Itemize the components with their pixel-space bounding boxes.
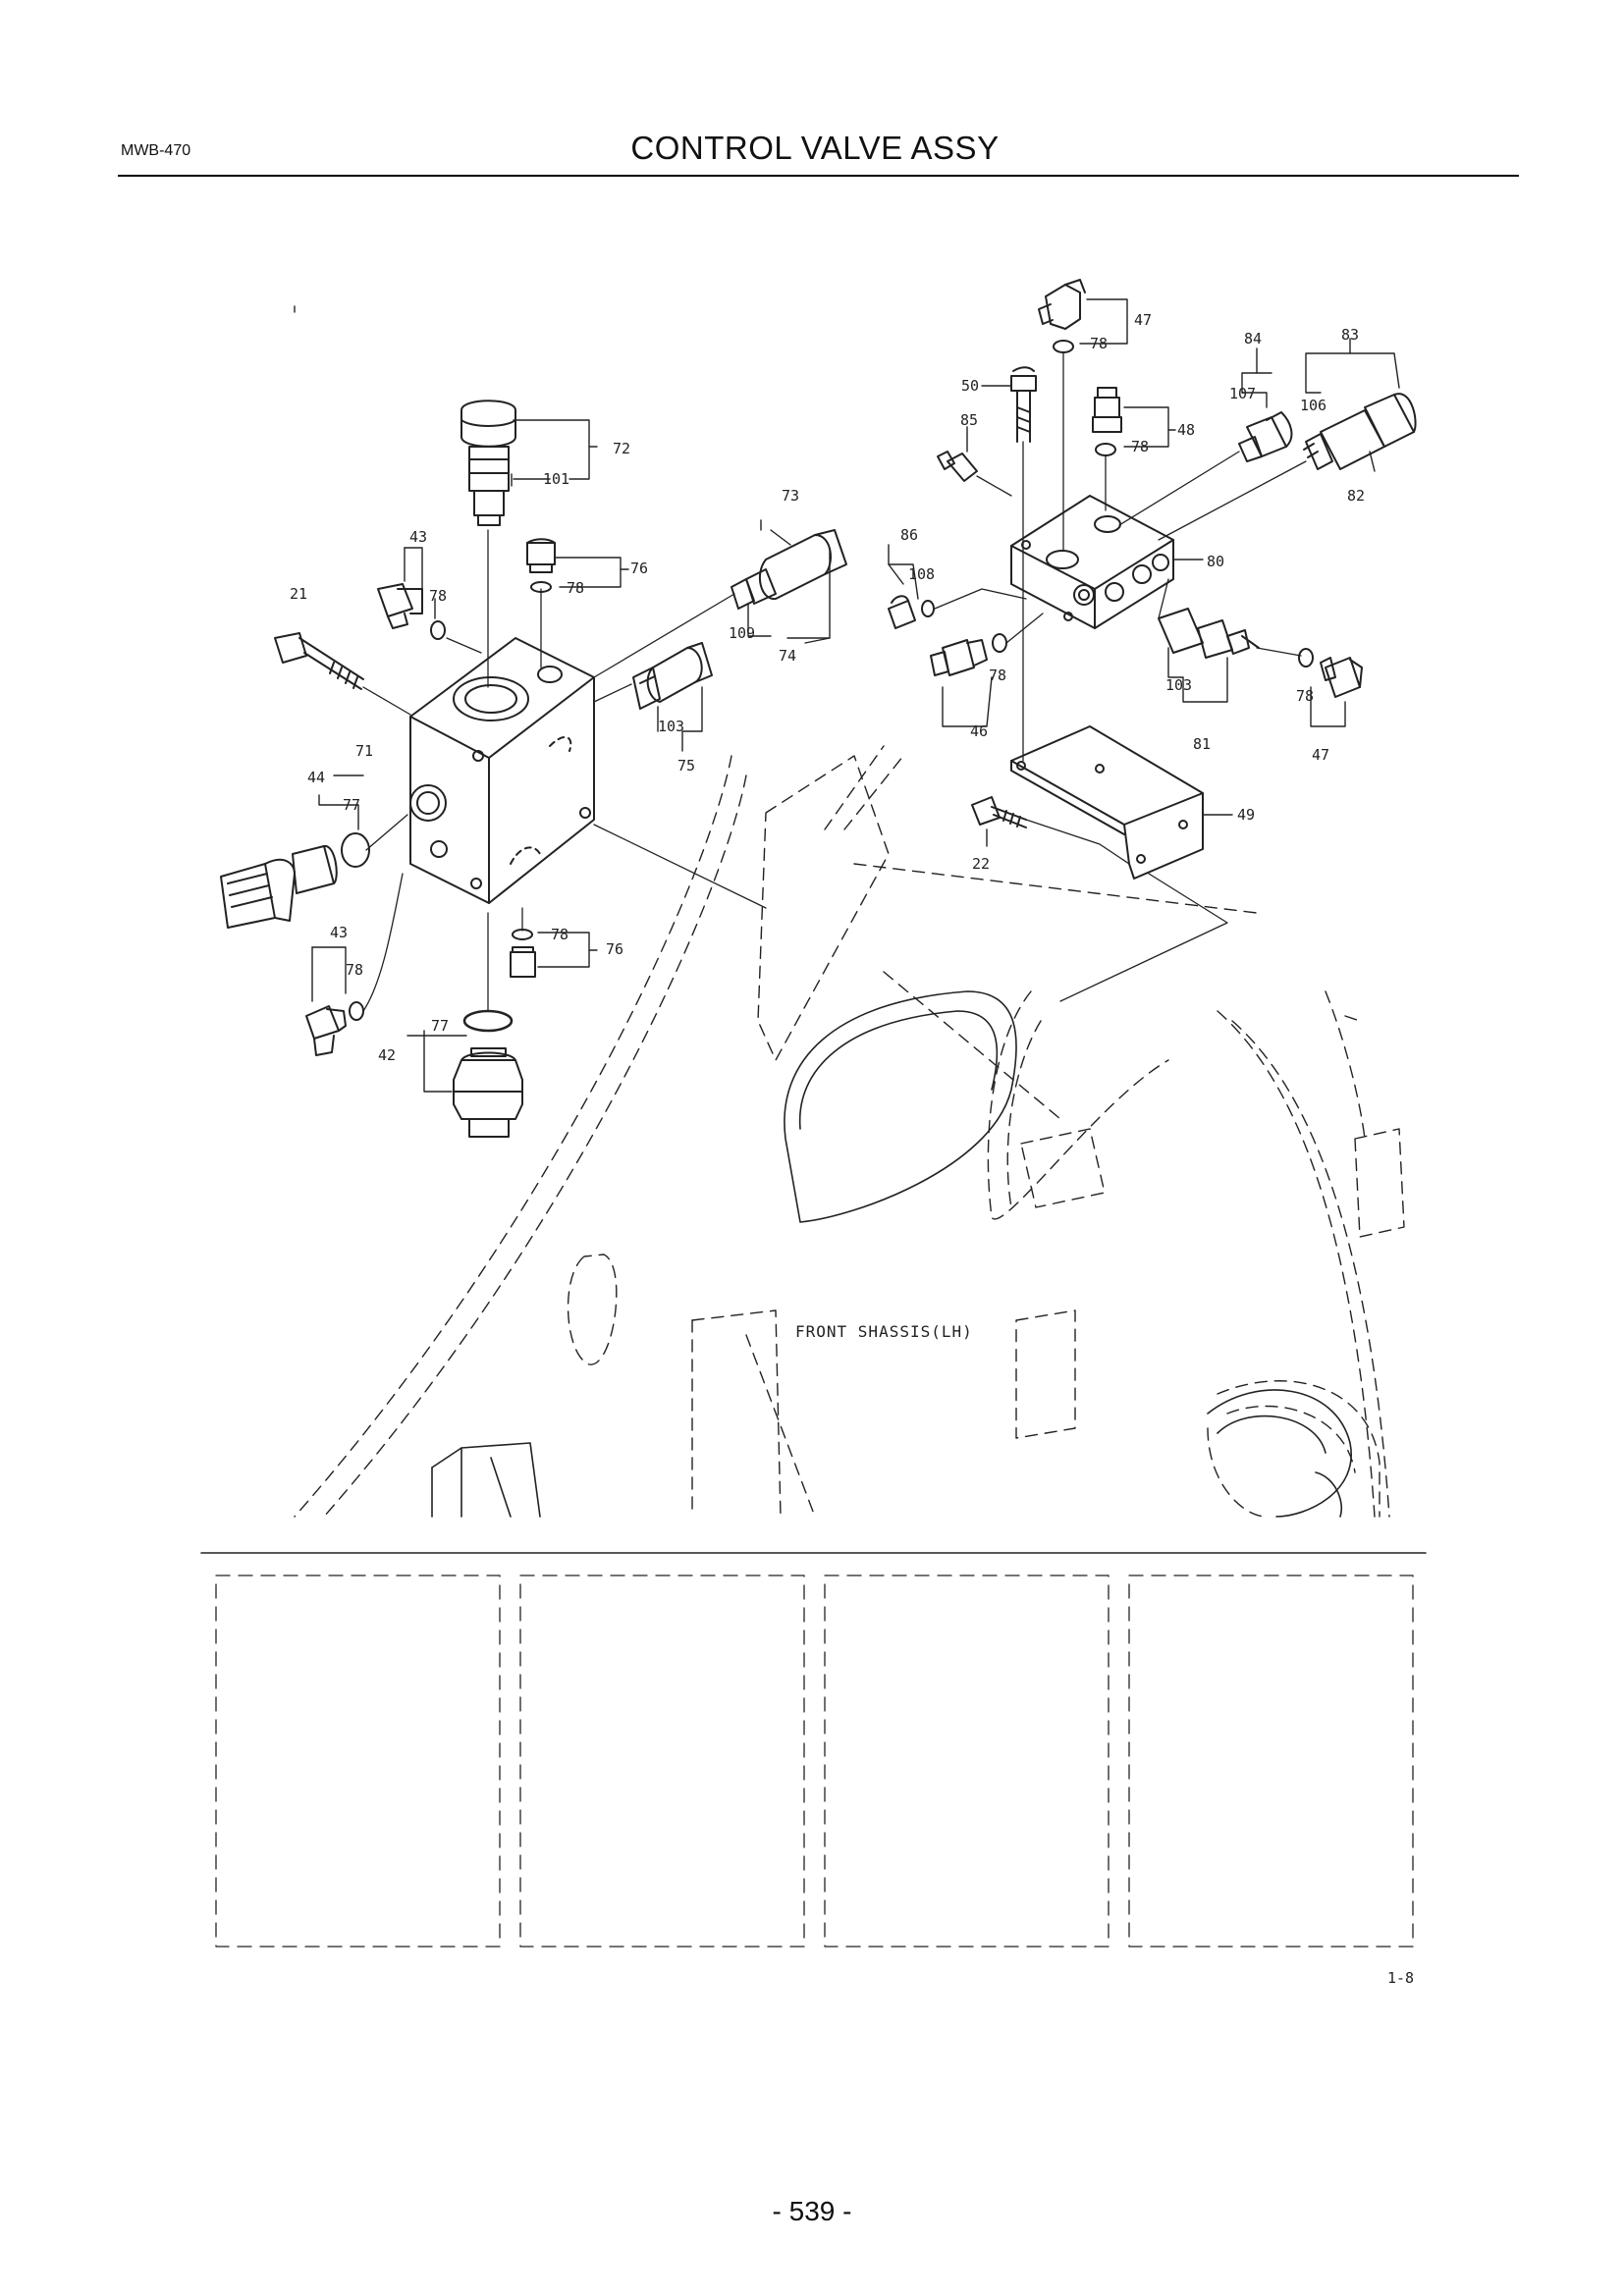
callout-83: 83	[1341, 326, 1359, 344]
model-code: MWB-470	[121, 142, 191, 159]
cartridge-84-107	[1238, 411, 1293, 462]
callout-brackets	[294, 298, 1400, 1093]
callout-78-43-upper: 78	[429, 587, 447, 605]
o-ring-78-c	[1053, 340, 1074, 353]
figure-reference: 1-8	[1387, 1969, 1414, 1987]
callout-50: 50	[961, 377, 979, 395]
page-number: - 539 -	[772, 2196, 852, 2226]
callout-107: 107	[1229, 385, 1256, 402]
o-ring-77-left	[341, 832, 370, 868]
o-ring-78-a	[430, 620, 446, 640]
callout-101: 101	[543, 470, 569, 488]
bolt-50	[1010, 366, 1037, 443]
callout-80: 80	[1207, 553, 1224, 570]
valve-block-71	[409, 637, 595, 904]
relief-cartridge-72	[460, 400, 516, 526]
o-ring-78-e	[992, 633, 1007, 653]
callout-78-lower: 78	[551, 926, 568, 943]
fitting-44	[220, 845, 338, 929]
callout-84: 84	[1244, 330, 1262, 347]
assembly-lines-left	[362, 529, 767, 1012]
plug-76-lower	[510, 946, 536, 978]
callout-44: 44	[307, 769, 325, 786]
callout-106: 106	[1300, 397, 1326, 414]
chassis-label: FRONT SHASSIS(LH)	[795, 1322, 973, 1341]
solenoid-valve-83	[1303, 393, 1417, 470]
plug-86	[888, 595, 916, 629]
blank-box-1	[215, 1575, 501, 1948]
plug-76-upper	[526, 538, 556, 573]
front-chassis-outline	[294, 745, 1405, 1518]
callout-81: 81	[1193, 735, 1211, 753]
callout-78-47-right: 78	[1296, 687, 1314, 705]
callout-22: 22	[972, 855, 990, 873]
cartridge-75	[632, 642, 713, 710]
callout-48: 48	[1177, 421, 1195, 439]
callout-85: 85	[960, 411, 978, 429]
callout-109: 109	[729, 624, 755, 642]
elbow-fitting-43-lower	[305, 1005, 347, 1056]
callout-78-47-top: 78	[1090, 335, 1108, 352]
callout-75: 75	[677, 757, 695, 774]
callout-47-top: 47	[1134, 311, 1152, 329]
page-title: CONTROL VALVE ASSY	[630, 130, 1000, 166]
callout-103-left: 103	[658, 718, 684, 735]
o-ring-78-d	[1095, 443, 1116, 456]
fitting-48	[1092, 387, 1122, 433]
callout-108: 108	[908, 565, 935, 583]
callout-49: 49	[1237, 806, 1255, 824]
callout-78-43-lower: 78	[346, 961, 363, 979]
callout-77-bottom: 77	[431, 1017, 449, 1035]
o-ring-108	[921, 600, 935, 617]
elbow-fitting-47-right	[1320, 657, 1363, 698]
blank-box-4	[1128, 1575, 1414, 1948]
callout-42: 42	[378, 1046, 396, 1064]
fitting-42	[453, 1047, 523, 1138]
callout-labels: 72 101 76 78 43 78 21 73 109 74 103 75 7…	[290, 311, 1365, 1341]
callout-86: 86	[900, 526, 918, 544]
callout-72: 72	[613, 440, 630, 457]
callout-103-right: 103	[1165, 676, 1192, 694]
assembly-lines-right	[934, 352, 1307, 1002]
chassis-solid-parts	[431, 990, 1352, 1518]
callout-78-48: 78	[1131, 438, 1149, 455]
callout-43-upper: 43	[409, 528, 427, 546]
fitting-85	[937, 451, 978, 482]
elbow-fitting-43-upper	[377, 583, 423, 629]
solenoid-valve-73	[731, 529, 847, 610]
cartridge-81	[1158, 608, 1260, 659]
callout-78-upper: 78	[567, 579, 584, 597]
bracket-49	[1010, 725, 1204, 880]
callout-76-upper: 76	[630, 560, 648, 577]
elbow-fitting-47-top	[1038, 279, 1086, 330]
callout-71: 71	[355, 742, 373, 760]
callout-77-left: 77	[343, 796, 360, 814]
elbow-fitting-46	[930, 639, 988, 676]
callout-73: 73	[782, 487, 799, 505]
callout-21: 21	[290, 585, 307, 603]
blank-box-2	[519, 1575, 805, 1948]
manifold-block-80	[1010, 495, 1174, 629]
header-rule	[118, 175, 1519, 177]
callout-76-lower: 76	[606, 940, 623, 958]
o-ring-78-f	[1298, 648, 1314, 667]
callout-43-lower: 43	[330, 924, 348, 941]
callout-74: 74	[779, 647, 796, 665]
callout-46: 46	[970, 722, 988, 740]
o-ring-77-bottom	[462, 1009, 514, 1033]
callout-82: 82	[1347, 487, 1365, 505]
callout-78-46: 78	[989, 667, 1006, 684]
bolt-21	[274, 632, 364, 690]
blank-reference-boxes	[215, 1575, 1414, 1948]
blank-box-3	[824, 1575, 1110, 1948]
o-ring-78-b	[349, 1001, 364, 1021]
bolt-22	[971, 796, 1027, 828]
callout-47-right: 47	[1312, 746, 1329, 764]
